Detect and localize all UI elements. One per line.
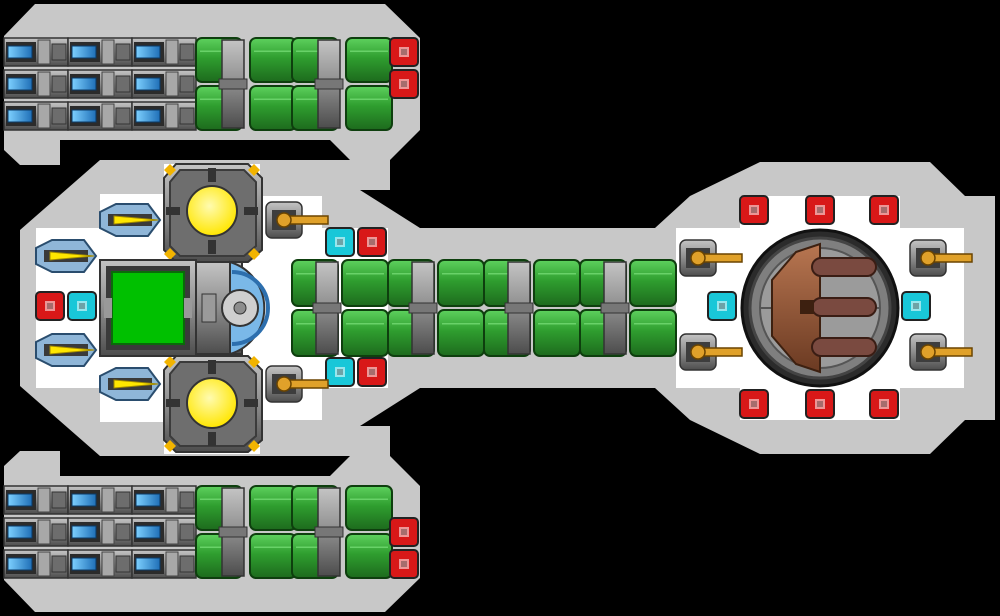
upper-reactor[interactable]: [163, 163, 263, 263]
side-thruster-2[interactable]: [35, 239, 98, 273]
top-thruster-1[interactable]: [3, 37, 69, 67]
bw-pipe-2: [314, 487, 344, 577]
power-node-4[interactable]: [389, 549, 419, 579]
gun-right-upper-right[interactable]: [909, 239, 973, 277]
bottom-thruster-4[interactable]: [3, 517, 69, 547]
gun-mid-lower[interactable]: [265, 365, 329, 403]
bottom-thruster-3[interactable]: [131, 485, 197, 515]
power-node-8[interactable]: [739, 195, 769, 225]
red-connectors: [35, 37, 899, 579]
tw-4-lower[interactable]: [345, 85, 393, 131]
power-node-13[interactable]: [869, 389, 899, 419]
power-node-12[interactable]: [805, 389, 835, 419]
tw-pipe-1: [218, 39, 248, 129]
lower-reactor[interactable]: [163, 355, 263, 453]
data-node-2[interactable]: [325, 357, 355, 387]
bottom-thruster-6[interactable]: [131, 517, 197, 547]
top-thruster-3[interactable]: [131, 37, 197, 67]
data-node-1[interactable]: [325, 227, 355, 257]
tw-pipe-2: [314, 39, 344, 129]
spine-4-upper[interactable]: [437, 259, 485, 307]
gun-right-lower-left[interactable]: [679, 333, 743, 371]
shield-generator[interactable]: [195, 260, 270, 356]
spine-2-lower[interactable]: [341, 309, 389, 357]
gun-right-upper-left[interactable]: [679, 239, 743, 277]
bottom-thruster-7[interactable]: [3, 549, 69, 579]
power-node-7[interactable]: [35, 291, 65, 321]
top-thruster-4[interactable]: [3, 69, 69, 99]
armor-layer: [195, 37, 677, 579]
power-node-5[interactable]: [357, 227, 387, 257]
spine-6-lower[interactable]: [533, 309, 581, 357]
power-node-1[interactable]: [389, 37, 419, 67]
side-thruster-3[interactable]: [35, 333, 98, 367]
power-node-2[interactable]: [389, 69, 419, 99]
bw-4-lower[interactable]: [345, 533, 393, 579]
spine-8-upper[interactable]: [629, 259, 677, 307]
bw-2-lower[interactable]: [249, 533, 297, 579]
bottom-thruster-2[interactable]: [67, 485, 133, 515]
side-thruster-4[interactable]: [99, 367, 162, 401]
power-node-3[interactable]: [389, 517, 419, 547]
top-thruster-9[interactable]: [131, 101, 197, 131]
heavy-cannon-turret[interactable]: [740, 228, 900, 388]
power-node-10[interactable]: [869, 195, 899, 225]
spine-pipe-4: [600, 261, 630, 355]
spine-8-lower[interactable]: [629, 309, 677, 357]
spine-2-upper[interactable]: [341, 259, 389, 307]
thruster-layer: [3, 37, 197, 579]
command-core[interactable]: [99, 259, 197, 357]
spine-4-lower[interactable]: [437, 309, 485, 357]
top-thruster-5[interactable]: [67, 69, 133, 99]
data-node-5[interactable]: [901, 291, 931, 321]
bw-4-upper[interactable]: [345, 485, 393, 531]
top-thruster-6[interactable]: [131, 69, 197, 99]
bottom-thruster-9[interactable]: [131, 549, 197, 579]
tw-2-upper[interactable]: [249, 37, 297, 83]
gun-mid-upper[interactable]: [265, 201, 329, 239]
power-node-11[interactable]: [739, 389, 769, 419]
top-thruster-7[interactable]: [3, 101, 69, 131]
power-node-6[interactable]: [357, 357, 387, 387]
gun-right-lower-right[interactable]: [909, 333, 973, 371]
power-node-9[interactable]: [805, 195, 835, 225]
top-thruster-8[interactable]: [67, 101, 133, 131]
gun-layer: [35, 201, 973, 403]
data-node-4[interactable]: [707, 291, 737, 321]
data-node-3[interactable]: [67, 291, 97, 321]
tw-2-lower[interactable]: [249, 85, 297, 131]
bottom-thruster-5[interactable]: [67, 517, 133, 547]
bw-2-upper[interactable]: [249, 485, 297, 531]
side-thruster-1[interactable]: [99, 203, 162, 237]
spine-6-upper[interactable]: [533, 259, 581, 307]
bottom-thruster-1[interactable]: [3, 485, 69, 515]
connector-layer: [67, 227, 931, 387]
bottom-thruster-8[interactable]: [67, 549, 133, 579]
spine-pipe-1: [312, 261, 342, 355]
tw-4-upper[interactable]: [345, 37, 393, 83]
top-thruster-2[interactable]: [67, 37, 133, 67]
spine-pipe-3: [504, 261, 534, 355]
spine-pipe-2: [408, 261, 438, 355]
bw-pipe-1: [218, 487, 248, 577]
